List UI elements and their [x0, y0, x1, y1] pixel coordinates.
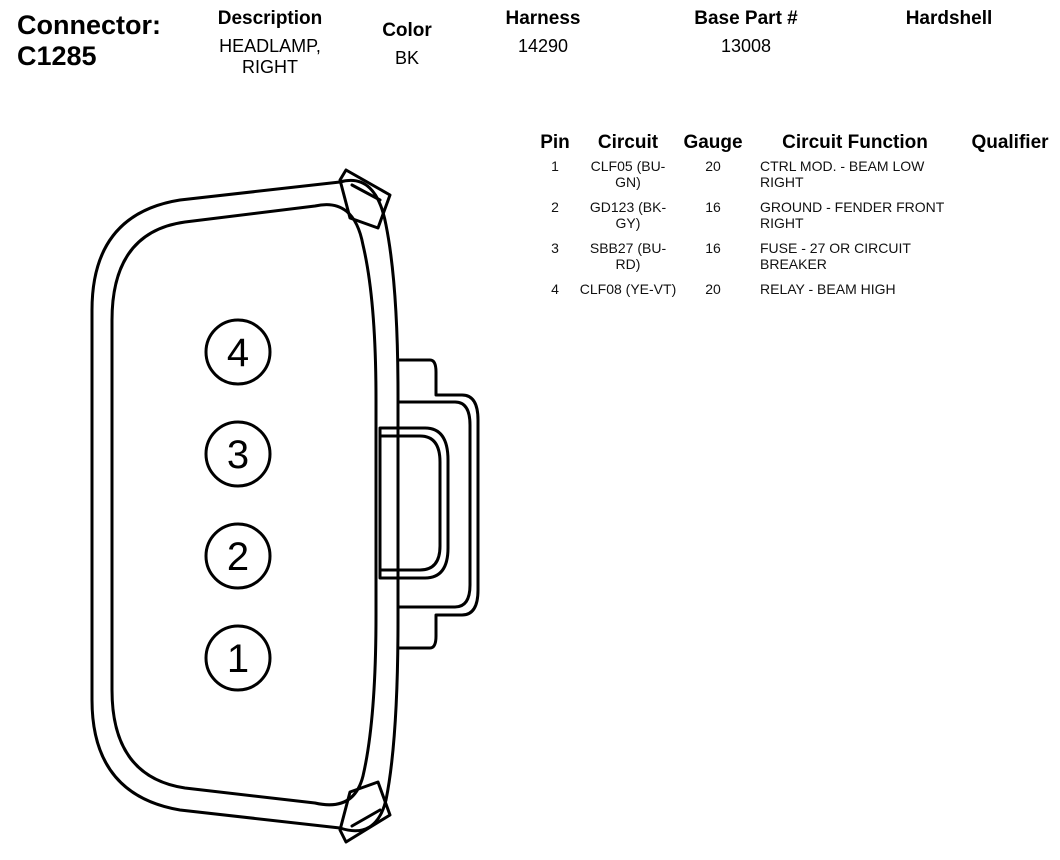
side-key-outer [396, 358, 480, 650]
side-key-plug [378, 426, 450, 580]
cell-function: RELAY - BEAM HIGH [760, 281, 896, 297]
description-value-line1: HEADLAMP, [219, 36, 321, 56]
cell-function-wrap: GROUND - FENDER FRONT RIGHT [748, 199, 962, 240]
connector-label: Connector: [17, 10, 161, 40]
cell-pin: 1 [551, 158, 559, 174]
cell-function: GROUND - FENDER FRONT RIGHT [760, 199, 945, 231]
pin-4: 4 [204, 318, 272, 386]
housing-outer-outline [90, 179, 400, 833]
cell-pin: 3 [551, 240, 559, 256]
hardshell-label: Hardshell [905, 8, 993, 29]
table-row: 3 SBB27 (BU-RD) 16 FUSE - 27 OR CIRCUIT … [532, 240, 1058, 281]
cell-circuit: CLF05 (BU-GN) [590, 158, 666, 190]
pin-table: Pin Circuit Gauge Circuit Function Quali… [532, 132, 1058, 306]
latch-bottom [338, 780, 392, 844]
pin-table-header: Pin Circuit Gauge Circuit Function Quali… [532, 132, 1058, 158]
base-part-value: 13008 [720, 36, 772, 56]
cell-function-wrap: CTRL MOD. - BEAM LOW RIGHT [748, 158, 962, 199]
color-block: Color BK [370, 20, 444, 69]
harness-value: 14290 [517, 36, 569, 56]
harness-block: Harness 14290 [488, 8, 598, 57]
column-header-circuit: Circuit [597, 132, 659, 153]
pin-group: 4 3 2 1 [204, 318, 272, 692]
cell-gauge: 16 [705, 240, 721, 256]
side-key-inner [396, 400, 472, 609]
pin-circle [204, 624, 272, 692]
cell-circuit: GD123 (BK-GY) [589, 199, 667, 231]
column-header-qualifier: Qualifier [971, 132, 1049, 153]
cell-function: CTRL MOD. - BEAM LOW RIGHT [760, 158, 925, 190]
description-value-line2: RIGHT [242, 57, 298, 77]
color-value: BK [394, 48, 419, 68]
description-label: Description [217, 8, 323, 29]
pin-number-label: 4 [227, 331, 249, 375]
column-header-gauge: Gauge [683, 132, 743, 153]
table-row: 2 GD123 (BK-GY) 16 GROUND - FENDER FRONT… [532, 199, 1058, 240]
cell-pin: 4 [551, 281, 559, 297]
pin-number-label: 1 [227, 637, 249, 681]
harness-label: Harness [505, 8, 581, 29]
color-label: Color [382, 20, 432, 41]
pin-number-label: 3 [227, 433, 249, 477]
housing-inner-outline [110, 203, 378, 807]
cell-circuit: SBB27 (BU-RD) [589, 240, 667, 272]
cell-pin: 2 [551, 199, 559, 215]
pin-1: 1 [204, 624, 272, 692]
cell-gauge: 20 [705, 281, 721, 297]
base-part-block: Base Part # 13008 [676, 8, 816, 57]
table-row: 4 CLF08 (YE-VT) 20 RELAY - BEAM HIGH [532, 281, 1058, 306]
cell-function: FUSE - 27 OR CIRCUIT BREAKER [760, 240, 911, 272]
description-block: Description HEADLAMP, RIGHT [205, 8, 335, 78]
cell-circuit: CLF08 (YE-VT) [579, 281, 677, 297]
connector-title: Connector: C1285 [17, 10, 161, 72]
pin-circle [204, 318, 272, 386]
cell-gauge: 20 [705, 158, 721, 174]
cell-function-wrap: FUSE - 27 OR CIRCUIT BREAKER [748, 240, 962, 281]
pin-3: 3 [204, 420, 272, 488]
hardshell-block: Hardshell [884, 8, 1014, 30]
base-part-label: Base Part # [694, 8, 798, 29]
latch-top [338, 168, 392, 230]
column-header-circuit-function: Circuit Function [782, 132, 928, 153]
pin-circle [204, 420, 272, 488]
pin-circle [204, 522, 272, 590]
column-header-pin: Pin [540, 132, 570, 153]
connector-id: C1285 [17, 41, 97, 71]
cell-gauge: 16 [705, 199, 721, 215]
cell-function-wrap: RELAY - BEAM HIGH [748, 281, 962, 306]
pin-number-label: 2 [227, 535, 249, 579]
table-row: 1 CLF05 (BU-GN) 20 CTRL MOD. - BEAM LOW … [532, 158, 1058, 199]
pin-2: 2 [204, 522, 272, 590]
